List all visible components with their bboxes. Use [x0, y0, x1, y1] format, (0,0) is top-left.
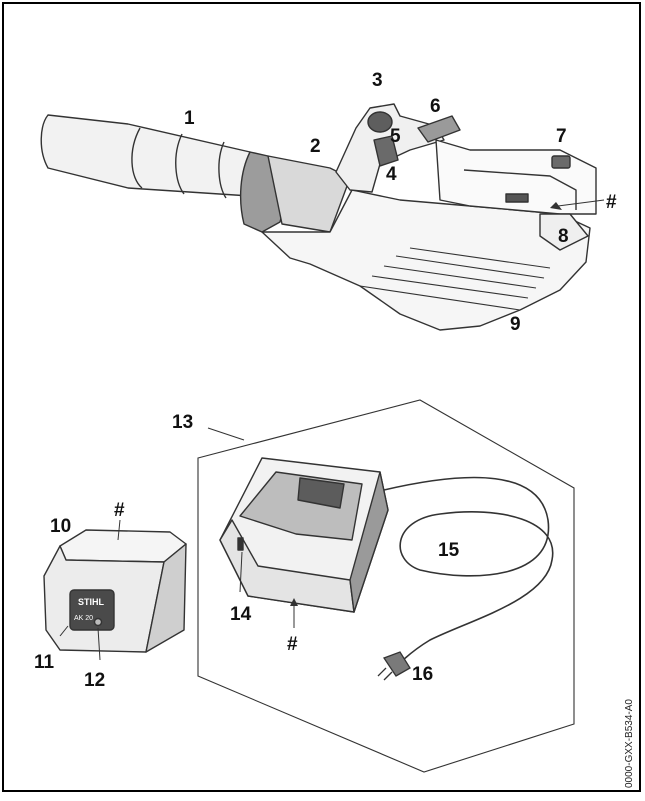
leader-hash-battery: [117, 519, 121, 541]
leader-12: [97, 627, 101, 661]
leaf-blower: [40, 103, 597, 331]
battery-charge-button: [93, 617, 103, 627]
throttle-lever: [417, 115, 461, 143]
power-plug: [383, 651, 411, 677]
callout-11: 11: [34, 652, 55, 673]
callout-hash-blower: #: [606, 192, 617, 213]
nozzle-clip: [175, 133, 185, 195]
callout-15: 15: [438, 540, 460, 561]
callout-hash-charger: #: [287, 634, 298, 655]
callout-1: 1: [184, 108, 195, 129]
charger-group: [197, 399, 575, 773]
figure-code: 0000-GXX-B534-A0: [624, 699, 635, 788]
blower-tube-rear: [267, 155, 351, 233]
nozzle-clip: [218, 141, 227, 199]
callout-16: 16: [412, 664, 433, 685]
charger-contacts: [297, 477, 345, 509]
charger-box-outline: [197, 399, 575, 773]
cooling-fins: [359, 247, 551, 311]
charger-side: [349, 471, 389, 613]
callout-2: 2: [310, 136, 321, 157]
battery-side: [145, 543, 187, 653]
callout-3: 3: [372, 70, 383, 91]
leader-14: [239, 551, 243, 593]
battery-model-text: AK 20: [74, 615, 93, 622]
power-cord: [383, 476, 554, 665]
leader-hash-blower: [557, 199, 605, 207]
charger-led: [237, 537, 244, 551]
callout-5: 5: [390, 126, 401, 147]
battery-latch: [539, 213, 589, 251]
callout-13: 13: [172, 412, 193, 433]
battery: [43, 529, 187, 653]
plug-pin: [383, 671, 393, 681]
callout-8: 8: [558, 226, 569, 247]
callout-10: 10: [50, 516, 71, 537]
nozzle-clip: [131, 127, 143, 189]
callout-14: 14: [230, 604, 252, 625]
arrow-hash-charger: [290, 598, 298, 606]
battery-brand-text: STIHL: [78, 597, 105, 607]
plug-pin: [377, 667, 387, 677]
callout-12: 12: [84, 670, 105, 691]
battery-charge-panel: [69, 589, 115, 631]
figure-frame: [2, 2, 641, 792]
arrow-hash-blower: [550, 202, 562, 210]
callout-9: 9: [510, 314, 521, 335]
callout-7: 7: [556, 126, 567, 147]
leader-11: [59, 625, 69, 637]
battery-compartment-inner: [463, 169, 577, 210]
leader-lines: [59, 199, 605, 661]
callout-4: 4: [386, 164, 397, 185]
speed-knob: [367, 111, 393, 133]
callout-6: 6: [430, 96, 441, 117]
trigger-switch: [373, 135, 399, 167]
brand-plate: [505, 193, 529, 203]
battery-release-button: [551, 155, 571, 169]
leader-13: [207, 427, 245, 441]
callout-hash-battery: #: [114, 500, 125, 521]
